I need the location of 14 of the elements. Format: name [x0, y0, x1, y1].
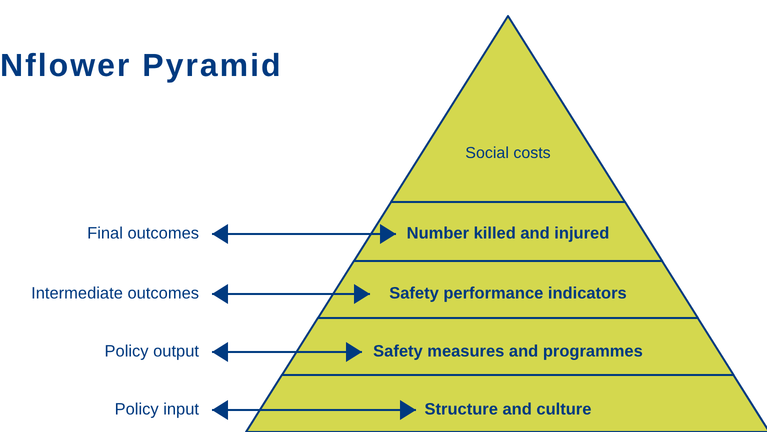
level-label: Intermediate outcomes: [31, 284, 199, 304]
double-arrow: [212, 224, 396, 244]
double-arrow: [212, 284, 370, 304]
layer-label: Safety measures and programmes: [372, 342, 644, 362]
layer-label: Structure and culture: [424, 400, 592, 420]
layer-label: Social costs: [464, 145, 552, 163]
layer-label: Number killed and injured: [406, 224, 610, 244]
double-arrow: [212, 400, 416, 420]
level-label: Final outcomes: [87, 224, 199, 244]
double-arrow: [212, 342, 362, 362]
title: Nflower Pyramid: [0, 47, 283, 84]
layer-label: Safety performance indicators: [388, 284, 628, 304]
level-label: Policy input: [114, 400, 199, 420]
level-label: Policy output: [104, 342, 199, 362]
